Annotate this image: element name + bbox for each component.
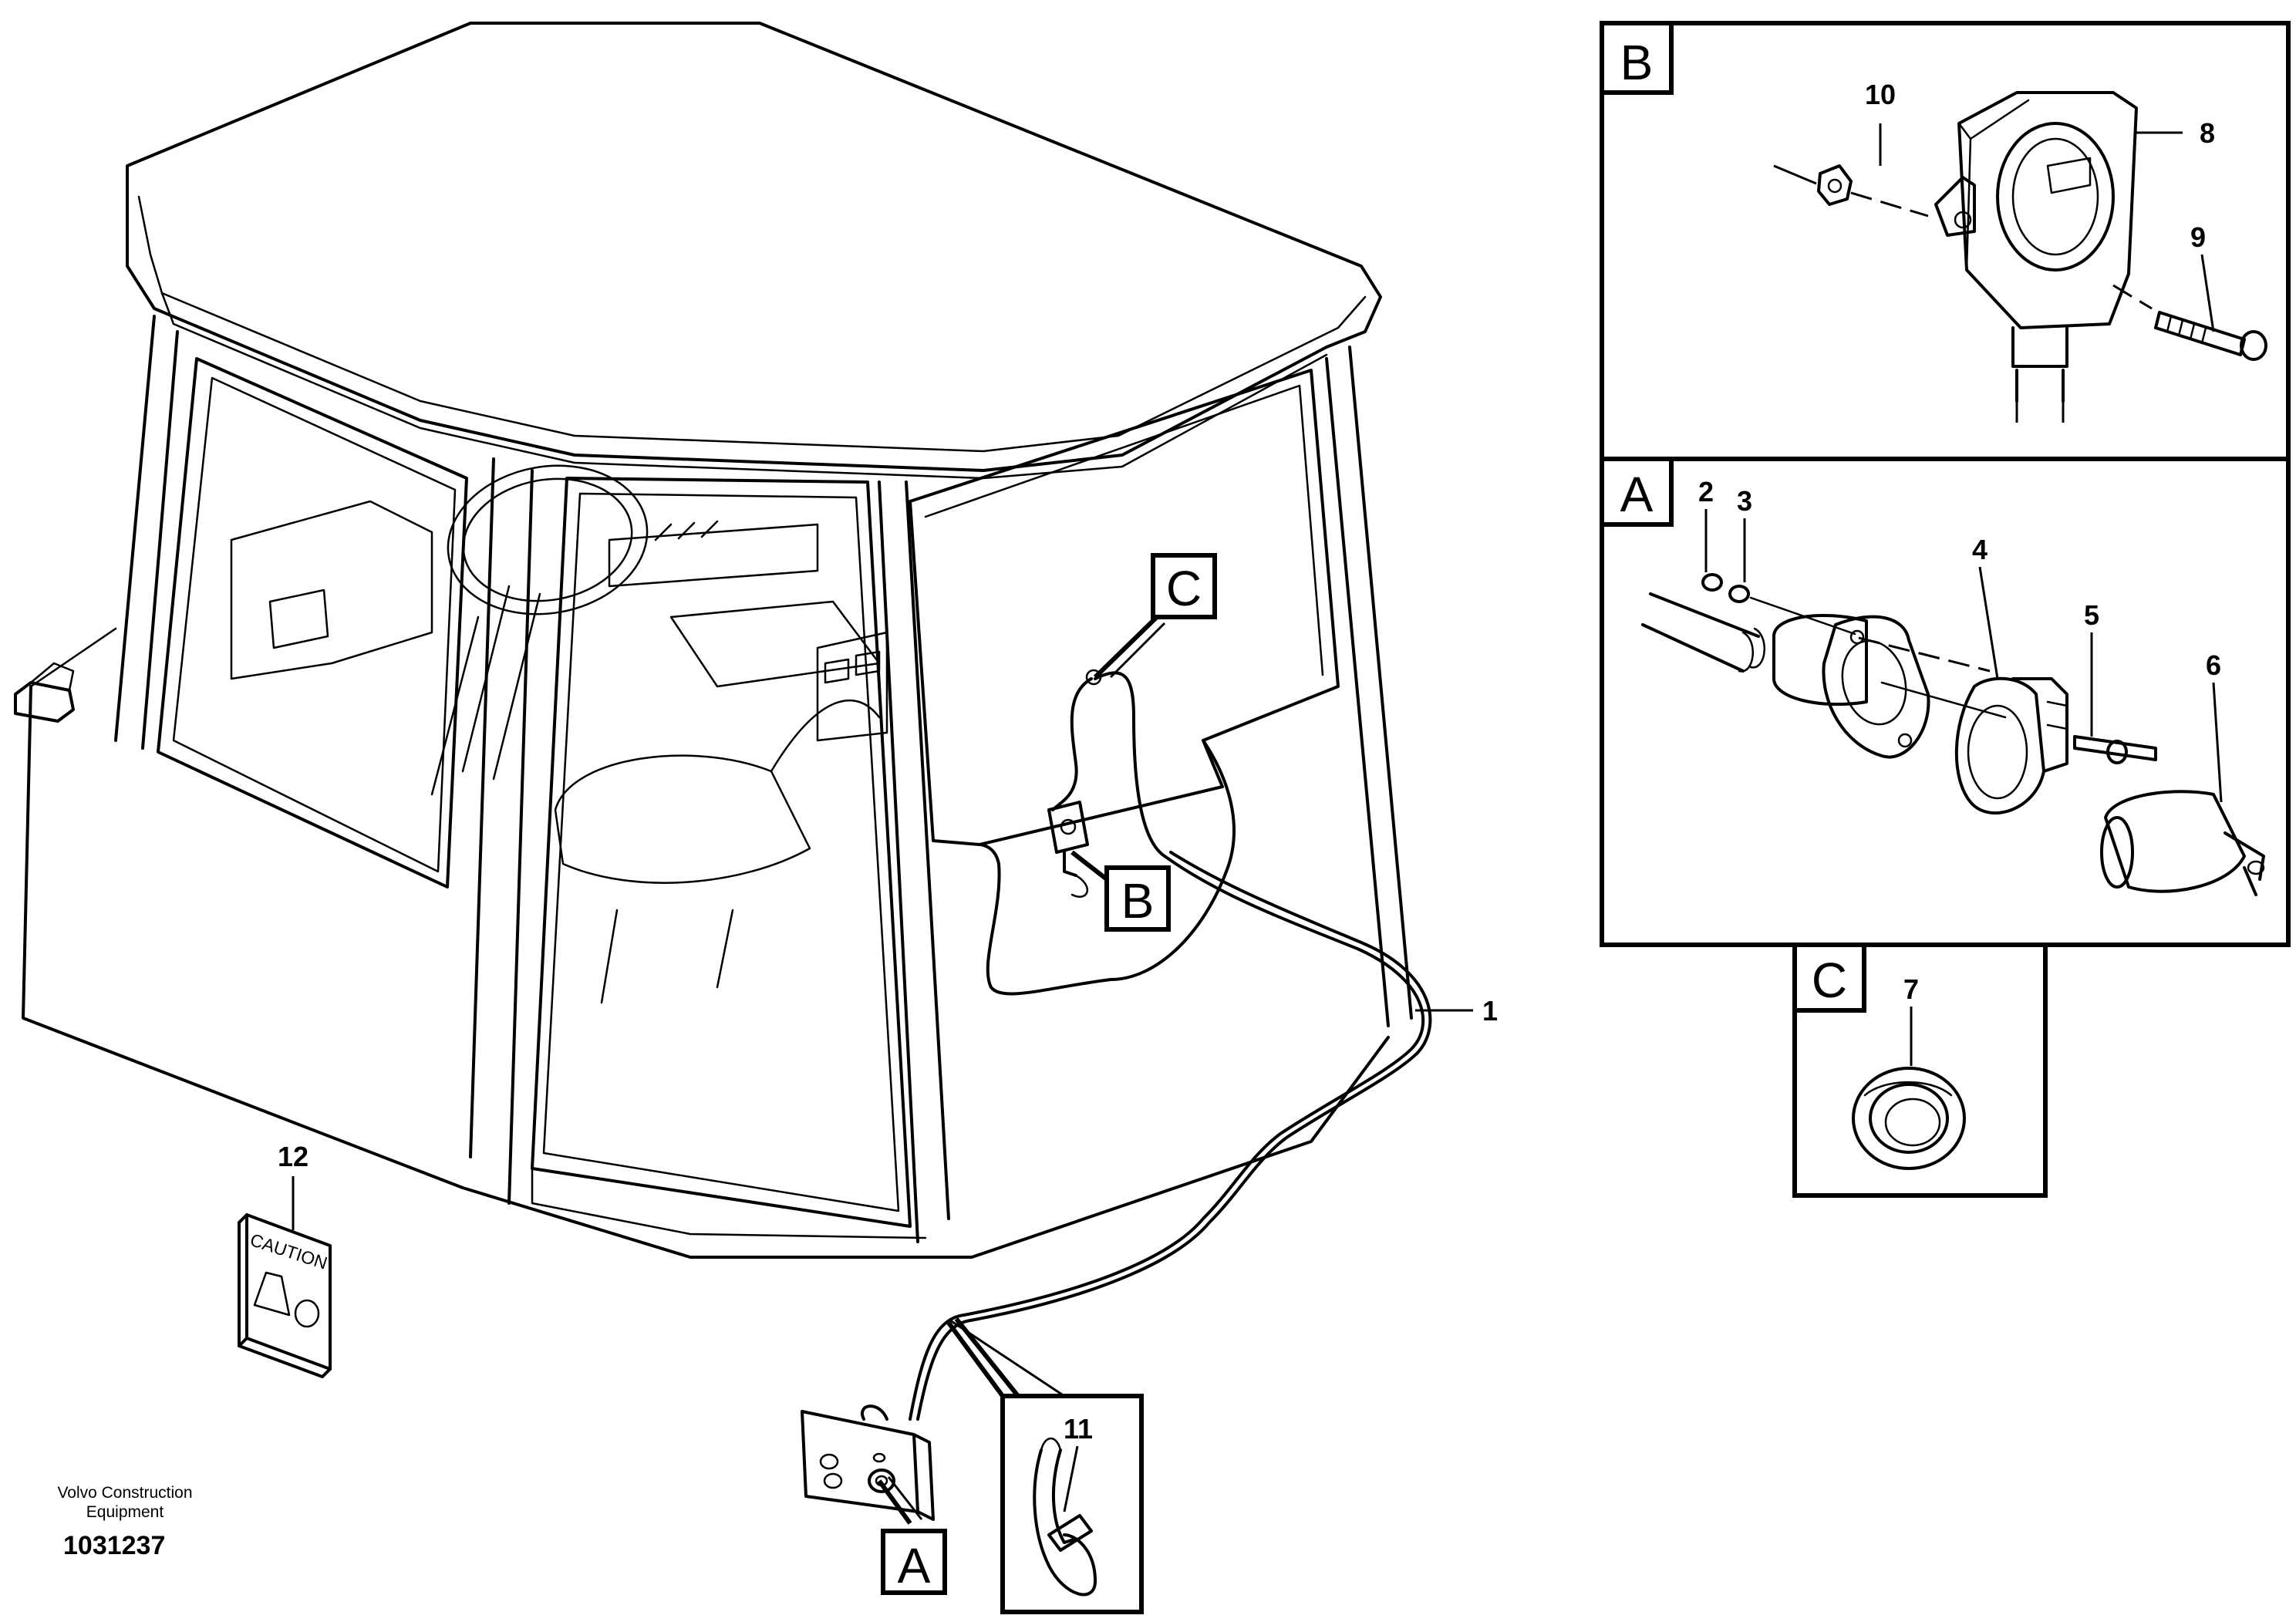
view-c-label: C <box>1812 953 1847 1008</box>
view-b-marker: B <box>1070 850 1171 932</box>
callout-12: 12 <box>278 1141 308 1172</box>
callout-1-group: 1 <box>1415 995 1498 1027</box>
footer: Volvo Construction Equipment 1031237 <box>57 1484 192 1560</box>
caution-decal: CAUTION 12 <box>238 1141 332 1378</box>
callout-7: 7 <box>1903 973 1919 1005</box>
view-a-panel: A 2 <box>1600 457 2291 947</box>
view-b-label: B <box>1620 35 1654 90</box>
floor-socket-bracket <box>801 1404 935 1521</box>
view-c-panel: C 7 <box>1792 943 2048 1198</box>
main-marker-c: C <box>1166 561 1202 616</box>
view-a-marker: A <box>877 1476 947 1595</box>
company-line-2: Equipment <box>86 1503 164 1521</box>
view-b-panel: B 10 8 9 <box>1600 21 2291 461</box>
callout-3: 3 <box>1737 485 1752 517</box>
cable-tie-leader <box>946 1317 1065 1398</box>
callout-9: 9 <box>2190 221 2206 253</box>
document-number: 1031237 <box>63 1531 165 1560</box>
view-a-label: A <box>1620 467 1654 522</box>
callout-5: 5 <box>2084 599 2099 631</box>
socket-assembly-in-cab <box>909 669 1432 1421</box>
main-marker-a: A <box>898 1538 931 1593</box>
callout-8: 8 <box>2200 117 2215 149</box>
callout-2: 2 <box>1698 476 1714 508</box>
callout-11: 11 <box>1064 1413 1093 1445</box>
decal-caution-text: CAUTION <box>248 1229 329 1273</box>
main-marker-b: B <box>1121 873 1155 929</box>
cable-tie-detail: 11 <box>1000 1394 1144 1614</box>
callout-6: 6 <box>2206 649 2221 681</box>
callout-10: 10 <box>1865 79 1896 110</box>
cab-drawing <box>14 22 1413 1259</box>
callout-1: 1 <box>1482 995 1498 1027</box>
company-line-1: Volvo Construction <box>57 1484 192 1502</box>
callout-4: 4 <box>1972 534 1988 565</box>
view-c-marker: C <box>1093 553 1217 679</box>
